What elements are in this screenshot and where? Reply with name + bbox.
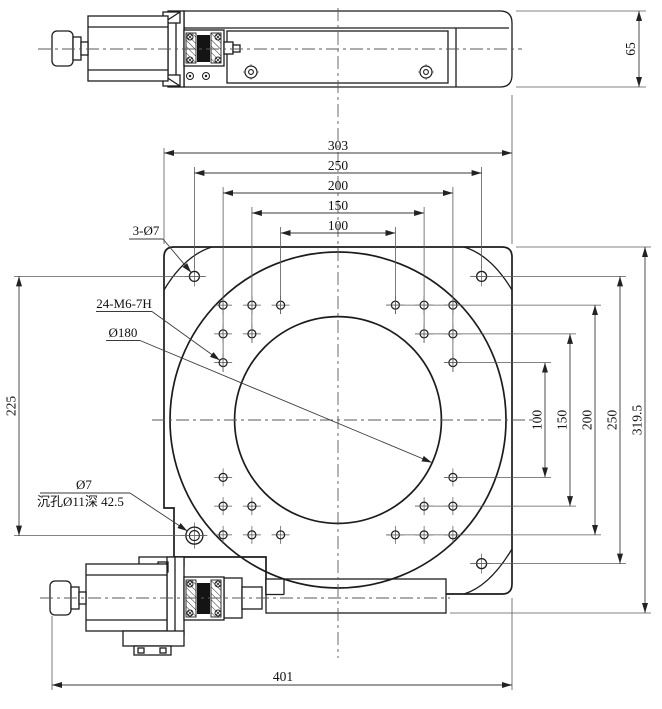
bracket-foot-screw bbox=[186, 72, 194, 80]
worm-core bbox=[197, 583, 210, 614]
shaft-step bbox=[223, 41, 234, 55]
dim-top-100: 100 bbox=[328, 218, 349, 233]
worm-slide-housing bbox=[265, 578, 447, 614]
dim-left-225: 225 bbox=[4, 396, 19, 417]
bracket-foot-screw bbox=[202, 72, 210, 80]
motor-body bbox=[87, 15, 169, 82]
dim-right-250: 250 bbox=[605, 410, 620, 431]
connector-pin bbox=[159, 647, 167, 654]
dimension-set: 303 250 200 150 100 100 150 200 250 319.… bbox=[4, 11, 648, 688]
label-mounting-holes: 24-M6-7H bbox=[96, 296, 152, 311]
knob-step bbox=[72, 36, 82, 61]
coupling-screw bbox=[214, 580, 222, 588]
dim-right-100: 100 bbox=[530, 410, 545, 431]
connector-pin bbox=[137, 647, 145, 654]
coupling-screw bbox=[186, 33, 194, 41]
dim-bottom-401: 401 bbox=[273, 669, 293, 684]
base-plate-outline bbox=[163, 246, 513, 595]
dim-top-250: 250 bbox=[328, 158, 349, 173]
corner-lobe-top-right bbox=[463, 246, 513, 291]
worm-drive-assembly bbox=[49, 556, 447, 656]
bearing-block bbox=[185, 579, 197, 618]
label-center-bore: Ø180 bbox=[109, 325, 138, 340]
coupling-screw bbox=[186, 609, 194, 617]
dim-top-150: 150 bbox=[328, 198, 349, 213]
dim-top-200: 200 bbox=[328, 178, 349, 193]
knob-neck bbox=[80, 41, 89, 56]
coupling-screw bbox=[186, 56, 194, 64]
dim-right-319-5: 319.5 bbox=[630, 405, 645, 436]
adjust-knob bbox=[51, 30, 74, 67]
label-corner-holes: 3-Ø7 bbox=[133, 223, 160, 238]
corner-lobe-bottom-right bbox=[463, 548, 513, 595]
bearing-block bbox=[210, 579, 222, 618]
coupling-screw bbox=[214, 609, 222, 617]
housing-panel bbox=[226, 30, 449, 84]
coupling-screw bbox=[214, 33, 222, 41]
coupling-screw bbox=[214, 56, 222, 64]
motor-body bbox=[85, 563, 168, 632]
extension-lines bbox=[14, 10, 651, 690]
dim-right-200: 200 bbox=[580, 410, 595, 431]
dim-top-303: 303 bbox=[328, 138, 349, 153]
connector-box bbox=[122, 630, 185, 647]
shaft-end bbox=[232, 44, 241, 53]
bearing-block bbox=[210, 32, 222, 64]
side-elevation-view bbox=[51, 10, 513, 88]
label-counterbore-note: 沉孔Ø11深 42.5 bbox=[37, 494, 124, 509]
centerlines bbox=[38, 8, 532, 658]
worm-core bbox=[197, 35, 210, 62]
coupling-screw bbox=[186, 580, 194, 588]
label-counterbore-dia: Ø7 bbox=[76, 477, 92, 492]
callouts: 3-Ø7 24-M6-7H Ø180 Ø7 沉孔Ø11深 42.5 bbox=[37, 223, 432, 532]
connector-plug bbox=[133, 645, 172, 656]
dim-right-150: 150 bbox=[555, 410, 570, 431]
dim-side-65: 65 bbox=[623, 42, 638, 56]
